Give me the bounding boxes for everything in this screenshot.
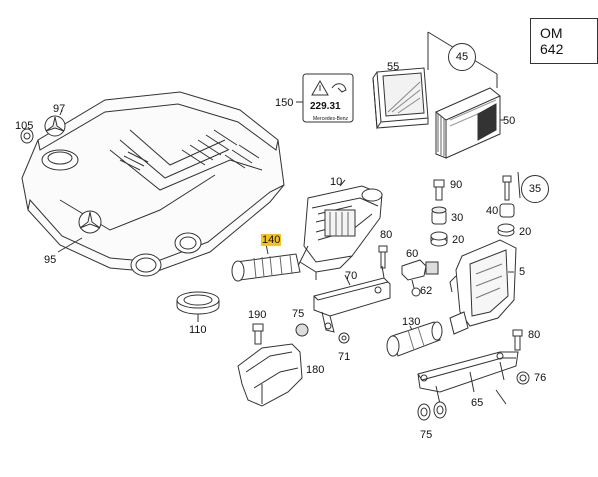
part-label-30[interactable]: 30 xyxy=(451,212,464,224)
part-label-180[interactable]: 180 xyxy=(306,364,325,376)
filter-housing-10[interactable] xyxy=(295,185,383,280)
part-label-140[interactable]: 140 xyxy=(261,234,282,246)
part-label-190[interactable]: 190 xyxy=(248,309,267,321)
part-label-95[interactable]: 95 xyxy=(44,254,57,266)
bracket-65[interactable] xyxy=(417,351,519,405)
bolt-190[interactable] xyxy=(252,323,264,345)
part-label-80b[interactable]: 80 xyxy=(528,329,541,341)
part-label-130[interactable]: 130 xyxy=(402,316,421,328)
sensor-60[interactable] xyxy=(401,259,439,289)
callout-45[interactable]: 45 xyxy=(448,43,476,71)
bolt-90[interactable] xyxy=(433,179,445,201)
part-label-75a[interactable]: 75 xyxy=(292,308,305,320)
part-label-62[interactable]: 62 xyxy=(420,285,433,297)
grommet-20b[interactable] xyxy=(497,223,515,237)
bolt-80-upper[interactable] xyxy=(378,245,388,269)
warning-sticker[interactable] xyxy=(302,73,354,123)
nut-62[interactable] xyxy=(411,287,421,297)
part-label-80a[interactable]: 80 xyxy=(380,229,393,241)
damper-40[interactable] xyxy=(499,203,515,218)
bolt-35[interactable] xyxy=(502,175,512,201)
part-label-55[interactable]: 55 xyxy=(387,61,400,73)
part-label-10[interactable]: 10 xyxy=(330,176,343,188)
part-label-97[interactable]: 97 xyxy=(53,103,66,115)
part-label-90[interactable]: 90 xyxy=(450,179,463,191)
part-label-50[interactable]: 50 xyxy=(503,115,516,127)
grommet-20a[interactable] xyxy=(430,231,448,247)
part-label-65[interactable]: 65 xyxy=(471,397,484,409)
part-label-20a[interactable]: 20 xyxy=(452,234,465,246)
rubber-ring-110[interactable] xyxy=(176,291,220,315)
part-label-75b[interactable]: 75 xyxy=(420,429,433,441)
part-label-110[interactable]: 110 xyxy=(189,324,207,336)
part-label-105[interactable]: 105 xyxy=(15,120,34,132)
bolt-80-lower[interactable] xyxy=(512,329,523,351)
rubber-mounts-75[interactable] xyxy=(417,401,447,421)
part-label-76[interactable]: 76 xyxy=(534,372,547,384)
sticker-number: 229.31 xyxy=(310,101,341,112)
air-filter-55[interactable] xyxy=(372,67,429,130)
part-label-70[interactable]: 70 xyxy=(345,270,358,282)
part-label-5[interactable]: 5 xyxy=(519,266,526,278)
damper-30[interactable] xyxy=(431,206,447,225)
grommet-76[interactable] xyxy=(516,371,530,385)
engine-code-box: OM 642 xyxy=(530,18,598,64)
part-label-150[interactable]: 150 xyxy=(275,97,294,109)
bracket-70[interactable] xyxy=(313,265,391,333)
engine-cover[interactable] xyxy=(21,91,285,277)
housing-5[interactable] xyxy=(449,239,517,335)
duct-130[interactable] xyxy=(386,321,443,357)
grommet-75[interactable] xyxy=(295,323,309,337)
part-label-20b[interactable]: 20 xyxy=(519,226,532,238)
part-label-40[interactable]: 40 xyxy=(486,205,499,217)
air-filter-50[interactable] xyxy=(435,87,501,159)
intake-duct-140[interactable] xyxy=(231,253,301,282)
sticker-brand: Mercedes-Benz xyxy=(313,116,349,122)
nut-71[interactable] xyxy=(338,332,350,344)
heat-shield-180[interactable] xyxy=(237,343,303,407)
part-label-71[interactable]: 71 xyxy=(338,351,351,363)
star-emblem[interactable] xyxy=(44,115,66,137)
part-label-60[interactable]: 60 xyxy=(406,248,419,260)
callout-35[interactable]: 35 xyxy=(521,175,549,203)
grommet-105[interactable] xyxy=(20,128,34,144)
